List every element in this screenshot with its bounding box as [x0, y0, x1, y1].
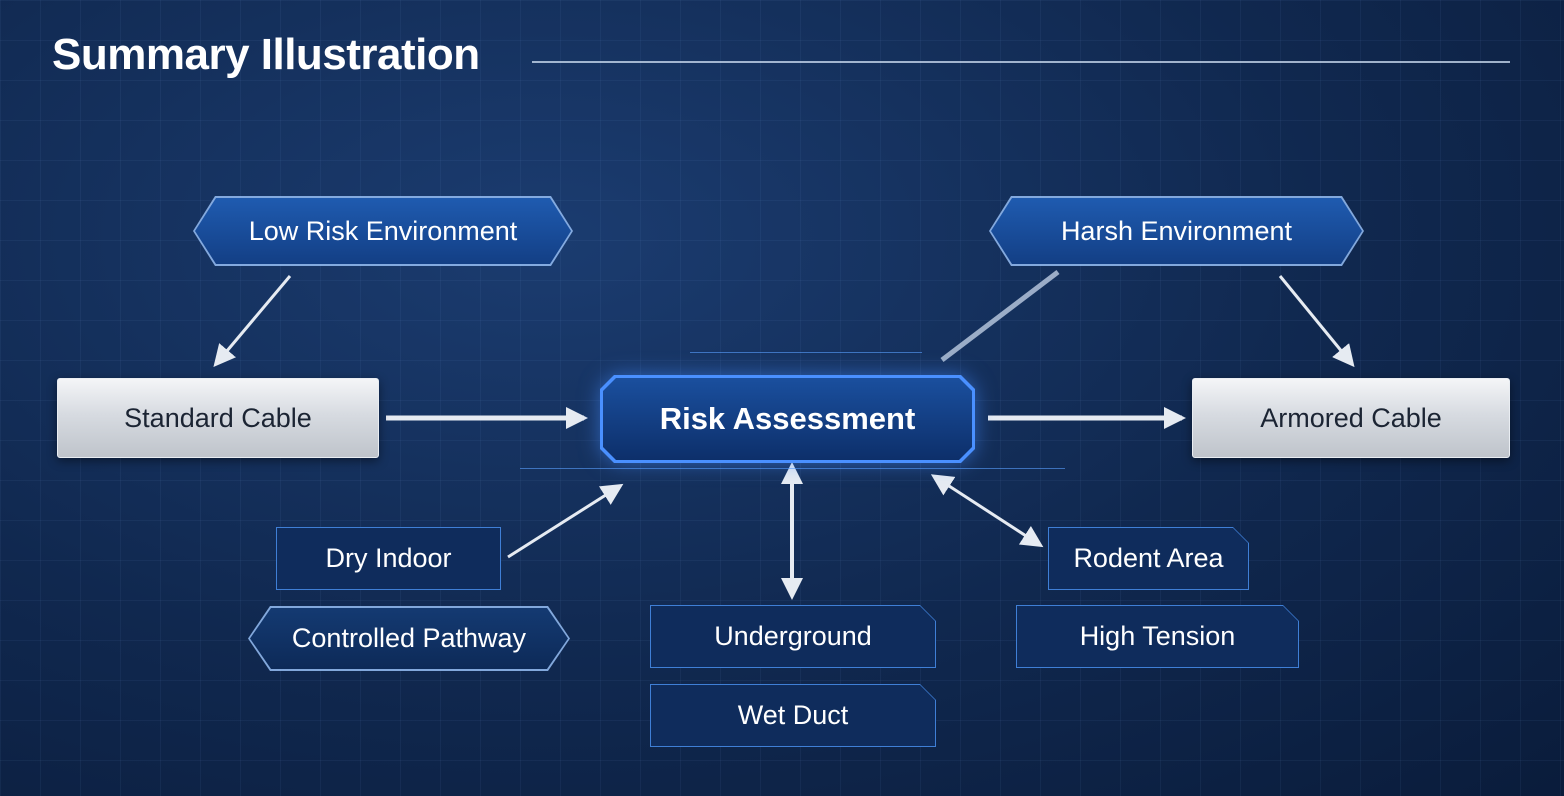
node-wet-duct[interactable]: Wet Duct [650, 684, 936, 747]
node-standard-cable[interactable]: Standard Cable [57, 378, 379, 458]
node-high-tension[interactable]: High Tension [1016, 605, 1299, 668]
armored-cable-label: Armored Cable [1260, 402, 1442, 433]
harsh-label: Harsh Environment [1060, 215, 1293, 246]
rodent-area-label: Rodent Area [1073, 543, 1224, 573]
controlled-pathway-label: Controlled Pathway [291, 623, 527, 653]
high-tension-label: High Tension [1079, 621, 1236, 651]
node-underground[interactable]: Underground [650, 605, 936, 668]
page-title: Summary Illustration [52, 30, 480, 79]
node-dry-indoor[interactable]: Dry Indoor [276, 527, 501, 590]
arrow-risk-rodent [930, 474, 1044, 548]
node-rodent-area[interactable]: Rodent Area [1048, 527, 1249, 590]
arrow-lowrisk-to-standard [213, 275, 292, 368]
node-low-risk-environment[interactable]: Low Risk Environment [193, 196, 573, 266]
title-divider [532, 61, 1510, 63]
risk-assessment-label: Risk Assessment [659, 401, 916, 436]
decor-line-bottom [520, 468, 1065, 469]
node-armored-cable[interactable]: Armored Cable [1192, 378, 1510, 458]
underground-label: Underground [714, 621, 872, 651]
arrow-harsh-to-armored [1278, 275, 1355, 368]
node-harsh-environment[interactable]: Harsh Environment [989, 196, 1364, 266]
low-risk-label: Low Risk Environment [248, 215, 518, 246]
dry-indoor-label: Dry Indoor [325, 543, 452, 573]
standard-cable-label: Standard Cable [124, 402, 312, 433]
node-risk-assessment[interactable]: Risk Assessment [600, 375, 975, 463]
wet-duct-label: Wet Duct [737, 700, 849, 730]
arrow-dryindoor-to-risk [507, 483, 624, 559]
link-harsh-to-risk [940, 270, 1060, 362]
decor-line-top [690, 352, 922, 353]
node-controlled-pathway[interactable]: Controlled Pathway [248, 606, 570, 671]
